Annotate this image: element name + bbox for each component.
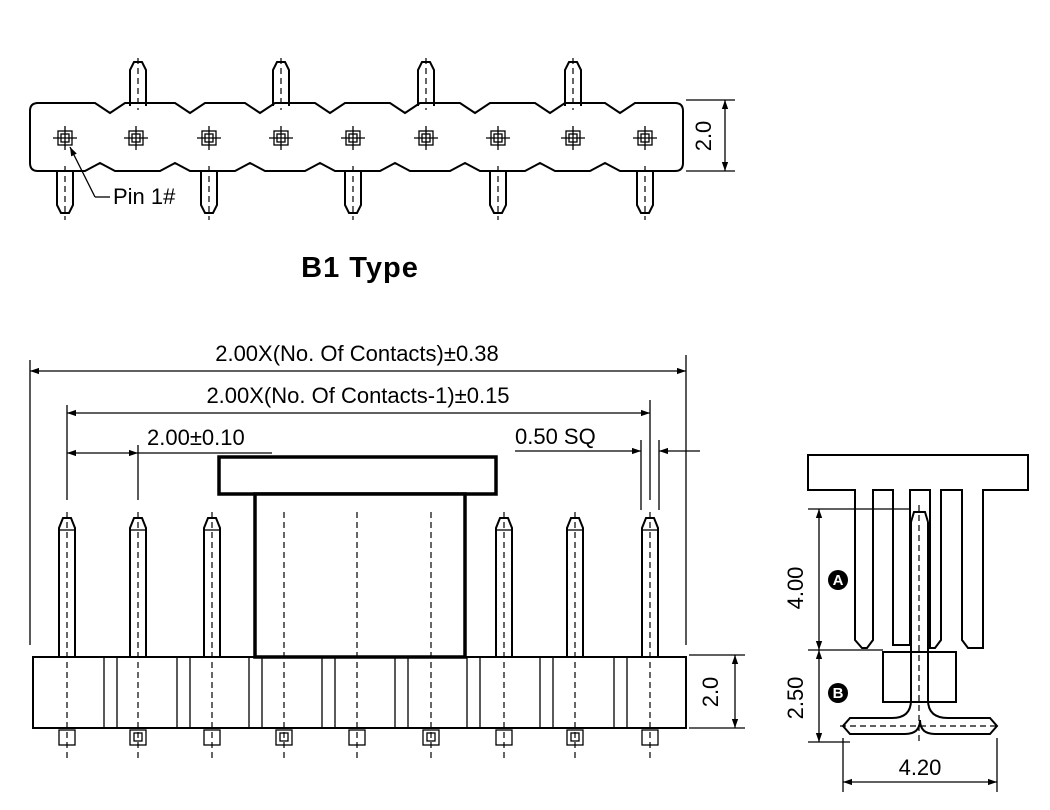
badge-b-circle — [828, 683, 848, 703]
badge-b-text: B — [833, 685, 844, 702]
side-view: 4.00 A 2.50 B 4.20 — [783, 454, 1029, 792]
pin-body — [344, 170, 362, 214]
type-title: B1 Type — [301, 252, 419, 284]
top-pin-down-3 — [344, 166, 362, 220]
front-tail-7 — [495, 729, 513, 746]
top-contact-3 — [197, 126, 221, 150]
side-tail-outline — [841, 699, 999, 735]
top-contact-7 — [486, 126, 510, 150]
contact-square-outer — [273, 130, 289, 146]
contact-square-inner — [421, 133, 431, 143]
front-height-dim-text: 2.0 — [698, 677, 723, 708]
front-tail-1 — [58, 729, 76, 746]
top-contact-2 — [124, 126, 148, 150]
contact-square-outer — [345, 130, 361, 146]
contact-square-inner — [348, 133, 358, 143]
tail-body — [129, 729, 147, 746]
contact-square-inner — [276, 133, 286, 143]
width-dim-text: 4.20 — [899, 755, 942, 780]
dim-a-text: 4.00 — [783, 567, 808, 610]
contact-square-inner — [493, 133, 503, 143]
top-pin-up-2 — [272, 58, 290, 110]
side-pin-tip — [910, 511, 929, 523]
contact-square-inner — [204, 133, 214, 143]
front-tail-4 — [275, 729, 293, 746]
contact-square-outer — [57, 130, 73, 146]
top-pin-up-1 — [129, 58, 147, 110]
top-pin-down-2 — [200, 166, 218, 220]
pin1-label: Pin 1# — [113, 184, 176, 209]
top-contact-8 — [561, 126, 585, 150]
tail-body — [566, 729, 584, 746]
contact-square-outer — [565, 130, 581, 146]
contact-square-outer — [637, 130, 653, 146]
pin-body — [636, 170, 654, 214]
pin-body — [56, 170, 74, 214]
contact-square-outer — [128, 130, 144, 146]
front-view: 2.00X(No. Of Contacts)±0.38 2.00X(No. Of… — [29, 341, 745, 758]
contact-square-outer — [418, 130, 434, 146]
top-view-contact-squares — [53, 126, 657, 150]
front-tail-2 — [129, 729, 147, 746]
tail-body — [422, 729, 440, 746]
top-view: Pin 1# 2.0 B1 Type — [29, 58, 735, 284]
pin-body — [489, 170, 507, 214]
contact-square-inner — [568, 133, 578, 143]
tail-body — [641, 729, 659, 746]
tail-square-mark — [133, 732, 143, 742]
top-view-pins — [56, 58, 654, 220]
side-housing — [882, 651, 957, 703]
top-pin-down-1 — [56, 166, 74, 220]
badge-a-circle — [828, 570, 848, 590]
pitch-span-dim-text: 2.00X(No. Of Contacts-1)±0.15 — [206, 383, 509, 408]
front-tail-3 — [203, 729, 221, 746]
side-cap-outline — [807, 454, 1029, 649]
front-tail-9 — [641, 729, 659, 746]
top-pin-down-5 — [636, 166, 654, 220]
front-view-pin-tails — [58, 729, 659, 746]
top-height-dim-text: 2.0 — [691, 121, 716, 152]
top-pin-down-4 — [489, 166, 507, 220]
front-view-pins — [58, 512, 659, 758]
contact-square-outer — [490, 130, 506, 146]
pin1-leader-arrow — [69, 146, 96, 198]
tail-body — [58, 729, 76, 746]
top-pin-up-4 — [564, 58, 582, 110]
front-tail-8 — [566, 729, 584, 746]
tail-body — [203, 729, 221, 746]
tail-square-mark — [570, 732, 580, 742]
top-contact-5 — [341, 126, 365, 150]
contact-square-inner — [131, 133, 141, 143]
tail-square-mark — [279, 732, 289, 742]
contact-square-outer — [201, 130, 217, 146]
top-contact-6 — [414, 126, 438, 150]
front-tail-5 — [348, 729, 366, 746]
top-pin-up-3 — [417, 58, 435, 110]
pin-body — [200, 170, 218, 214]
contact-square-inner — [640, 133, 650, 143]
pick-cap-top — [217, 455, 498, 496]
top-contact-1 — [53, 126, 77, 150]
contact-square-inner — [60, 133, 70, 143]
tail-body — [495, 729, 513, 746]
pin-size-dim-text: 0.50 SQ — [515, 424, 596, 449]
pick-cap-body — [253, 492, 467, 659]
top-contact-9 — [633, 126, 657, 150]
front-housing — [32, 656, 687, 729]
tail-body — [275, 729, 293, 746]
dim-b-text: 2.50 — [783, 677, 808, 720]
front-tail-6 — [422, 729, 440, 746]
front-housing-dividers — [103, 657, 628, 728]
tail-body — [348, 729, 366, 746]
tail-square-mark — [426, 732, 436, 742]
top-contact-4 — [269, 126, 293, 150]
total-length-dim-text: 2.00X(No. Of Contacts)±0.38 — [215, 341, 499, 366]
pitch-dim-text: 2.00±0.10 — [147, 425, 245, 450]
badge-a-text: A — [833, 572, 844, 589]
